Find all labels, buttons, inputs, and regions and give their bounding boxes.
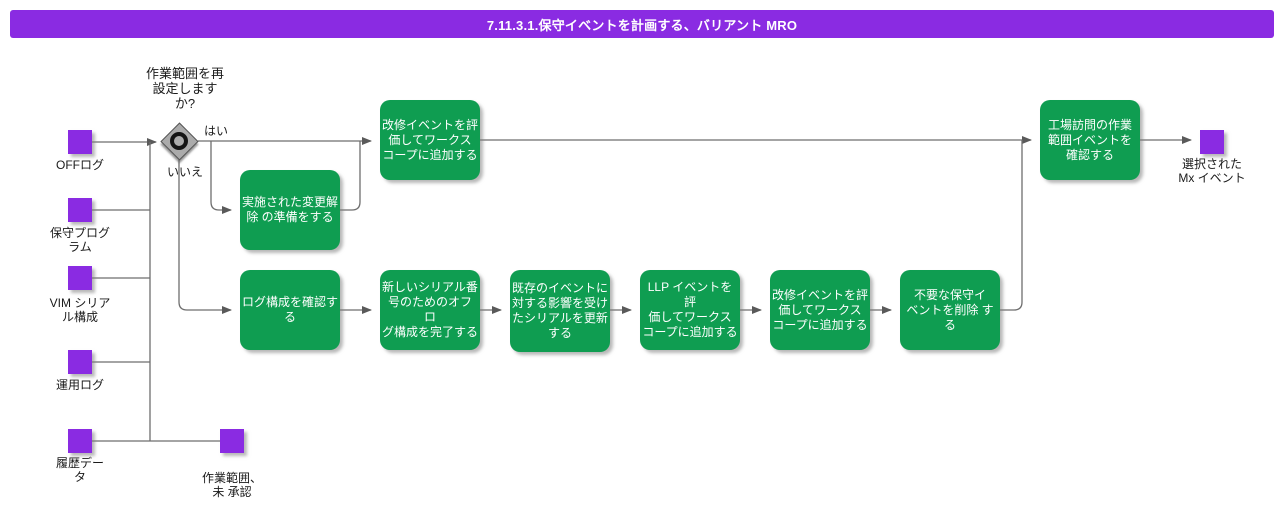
task-complete-off-log-config: 新しいシリアル番 号のためのオフ ロ グ構成を完了する xyxy=(380,270,480,350)
edge-remove-mx-merge xyxy=(1000,140,1023,311)
task-label: 改修イベントを評 価してワークス コープに追加する xyxy=(772,287,869,332)
task-label: 新しいシリアル番 号のためのオフ ロ グ構成を完了する xyxy=(382,280,479,339)
output-workscope-unapproved xyxy=(220,429,244,453)
task-prepare-unincorporated-change: 実施された変更解 除 の準備をする xyxy=(240,170,340,250)
task-confirm-log-config: ログ構成を確認す る xyxy=(240,270,340,350)
gateway-question-label: 作業範囲を再 設定します か? xyxy=(145,66,224,111)
task-evaluate-mod-event-bottom: 改修イベントを評 価してワークス コープに追加する xyxy=(770,270,870,350)
output-selected-mx-event-label: 選択された Mx イベント xyxy=(1178,157,1246,185)
edge-gateway-no-to-confirm-log-config xyxy=(178,158,232,314)
task-label: 工場訪問の作業 範囲イベントを 確認する xyxy=(1047,117,1132,162)
task-label: 実施された変更解 除 の準備をする xyxy=(242,195,339,224)
input-maintenance-program xyxy=(68,198,92,222)
input-history-data-label: 履歴デー タ xyxy=(55,456,104,484)
input-off-log-label: OFFログ xyxy=(56,158,104,172)
input-maintenance-program-label: 保守プログ ラム xyxy=(49,226,110,254)
decision-gateway xyxy=(160,122,199,161)
task-label: 不要な保守イ ベントを削除 する xyxy=(906,287,994,332)
task-evaluate-llp-event: LLP イベントを評 価してワークス コープに追加する xyxy=(640,270,740,350)
edge-branch-to-prepare-unincorporated xyxy=(210,141,232,214)
task-label: LLP イベントを評 価してワークス コープに追加する xyxy=(642,280,738,339)
task-confirm-shop-visit-workscope: 工場訪問の作業 範囲イベントを 確認する xyxy=(1040,100,1140,180)
gateway-yes-label: はい xyxy=(204,124,229,138)
task-evaluate-mod-event-top: 改修イベントを評 価してワークス コープに追加する xyxy=(380,100,480,180)
task-label: 既存のイベントに 対する影響を受け たシリアルを更新 する xyxy=(512,281,609,340)
diagram-title: 7.11.3.1.保守イベントを計画する、バリアント MRO xyxy=(486,17,798,33)
output-workscope-unapproved-label: 作業範囲、 未 承認 xyxy=(201,471,262,499)
input-vim-serial-config xyxy=(68,266,92,290)
input-history-data xyxy=(68,429,92,453)
task-label: ログ構成を確認す る xyxy=(242,295,339,324)
input-operation-log xyxy=(68,350,92,374)
task-remove-unneeded-mx: 不要な保守イ ベントを削除 する xyxy=(900,270,1000,350)
input-vim-serial-config-label: VIM シリア ル構成 xyxy=(49,296,111,324)
diagram-title-bar: 7.11.3.1.保守イベントを計画する、バリアント MRO xyxy=(10,10,1274,38)
gateway-circle-icon xyxy=(170,132,188,150)
edge-prepare-unincorporated-merge xyxy=(340,141,361,211)
gateway-no-label: いいえ xyxy=(167,165,204,179)
output-selected-mx-event xyxy=(1200,130,1224,154)
input-off-log xyxy=(68,130,92,154)
input-operation-log-label: 運用ログ xyxy=(55,378,104,392)
task-label: 改修イベントを評 価してワークス コープに追加する xyxy=(382,117,479,162)
task-update-affected-serials: 既存のイベントに 対する影響を受け たシリアルを更新 する xyxy=(510,270,610,352)
